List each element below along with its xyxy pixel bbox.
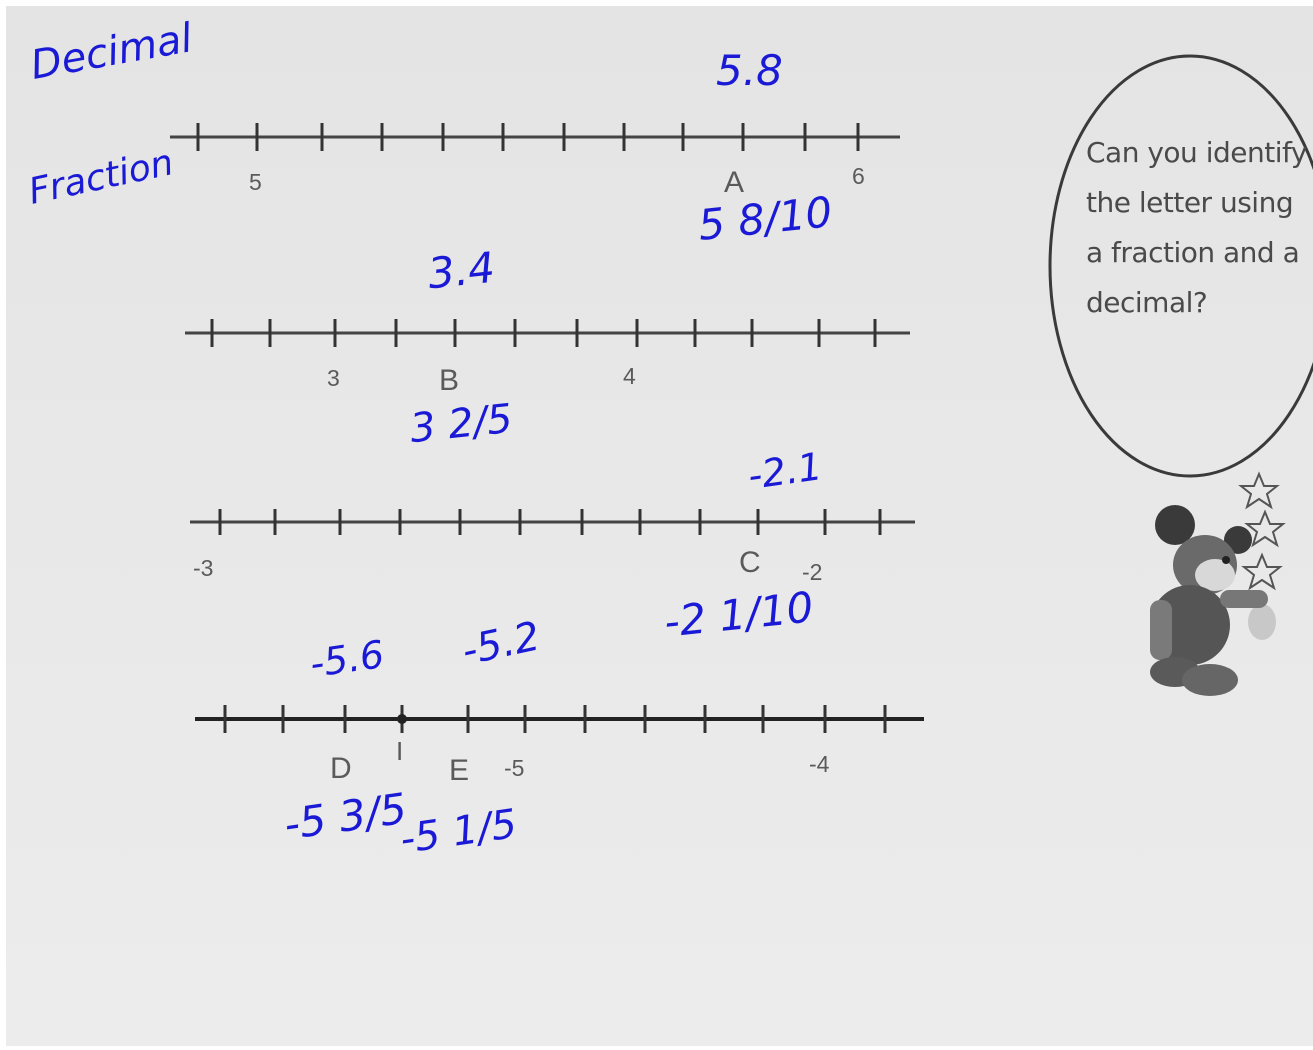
- point-i-dot: [397, 714, 407, 724]
- number-line-1: 5 6 A: [170, 123, 900, 199]
- number-line-4: -5 -4 D I E: [195, 705, 924, 787]
- tick-label: -4: [809, 751, 830, 777]
- tick-label: 3: [327, 365, 340, 391]
- answer-b-decimal: 3.4: [426, 247, 497, 296]
- tick-label: -2: [802, 559, 822, 585]
- tick-label: 6: [852, 163, 865, 189]
- point-letter-a: A: [724, 166, 744, 199]
- point-letter-i: I: [396, 736, 403, 766]
- tick-label: 5: [249, 169, 262, 195]
- answer-d-decimal: -5.6: [308, 635, 387, 683]
- prompt-bubble-text: Can you identify the letter using a frac…: [1086, 128, 1313, 328]
- answer-c-decimal: -2.1: [746, 447, 825, 495]
- answer-a-decimal: 5.8: [716, 50, 783, 92]
- number-line-2: 3 4 B: [185, 319, 910, 397]
- point-letter-b: B: [439, 364, 459, 397]
- tick-label: 4: [623, 363, 636, 389]
- number-line-3: -3 -2 C: [190, 509, 915, 585]
- tick-label: -5: [504, 755, 524, 781]
- point-letter-e: E: [449, 754, 469, 787]
- answer-b-fraction: 3 2/5: [408, 399, 514, 449]
- tick-label: -3: [193, 555, 213, 581]
- point-letter-d: D: [330, 752, 352, 785]
- point-letter-c: C: [739, 546, 761, 579]
